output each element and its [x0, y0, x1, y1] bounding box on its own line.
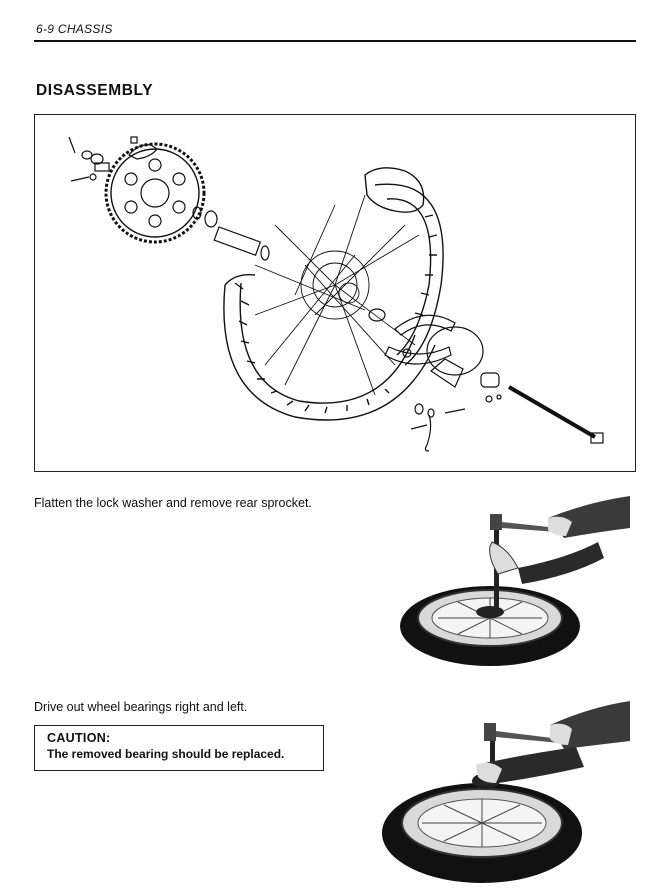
small-parts-left: [68, 136, 158, 182]
exploded-view-drawing: [68, 136, 604, 452]
step-1-text: Flatten the lock washer and remove rear …: [34, 496, 312, 510]
axle-sleeve-drawing: [192, 206, 270, 261]
page-header: 6-9 CHASSIS: [34, 18, 636, 42]
wheel-spokes-drawing: [254, 194, 420, 396]
step-2-text: Drive out wheel bearings right and left.: [34, 700, 248, 714]
small-parts-bottom: [410, 394, 502, 452]
sprocket-removal-photo: [400, 496, 630, 666]
caution-title: CAUTION:: [47, 731, 111, 745]
brake-assembly-drawing: [368, 308, 604, 444]
caution-text: The removed bearing should be replaced.: [47, 747, 285, 761]
caution-box: CAUTION: The removed bearing should be r…: [34, 725, 324, 771]
exploded-wheel-diagram: [34, 114, 636, 472]
header-text: 6-9 CHASSIS: [36, 22, 113, 36]
section-title: DISASSEMBLY: [36, 82, 154, 99]
bearing-removal-photo: [382, 701, 630, 883]
tire-drawing: [223, 167, 444, 421]
sprocket-drawing: [104, 142, 206, 244]
